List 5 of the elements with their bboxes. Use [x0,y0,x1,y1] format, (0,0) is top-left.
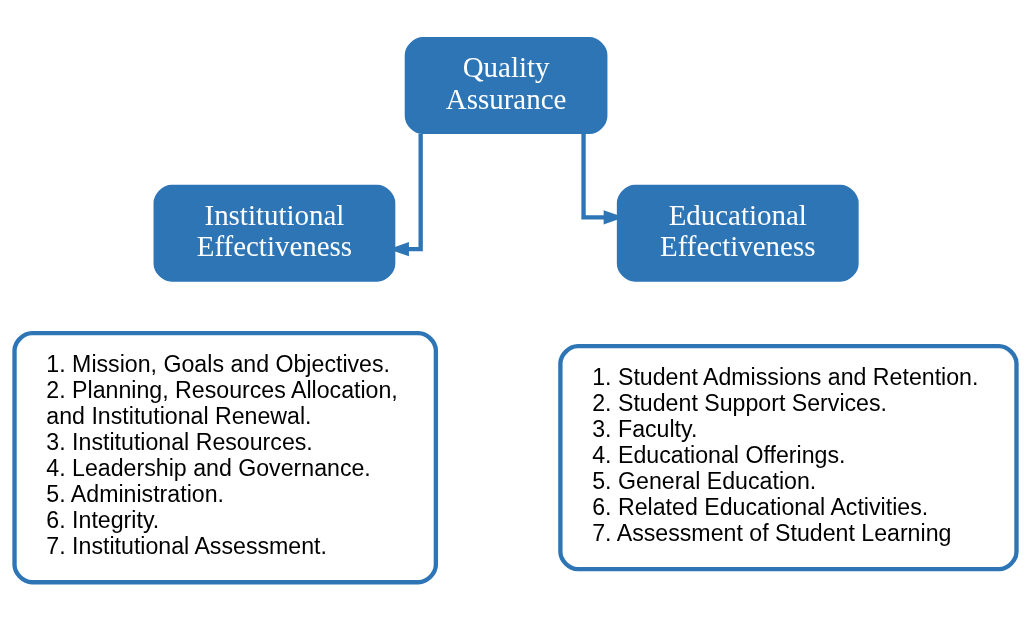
node-box: 1. Student Admissions and Retention. 2. Student Support Services. 3. Faculty. 4. Educational Offerings. 5. General Education. 6. Related Educational Activities. 7. Assessment of Student Learning [558,343,1019,571]
node-box: Institutional Effectiveness [153,184,396,282]
node-box: Educational Effectiveness [616,184,859,282]
node-box: Quality Assurance [404,36,608,134]
node-box: 1. Mission, Goals and Objectives. 2. Planning, Resources Allocation, and Institutional Renewal. 3. Institutional Resources. 4. Leadership and Governance. 5. Administration. 6. Integrity. 7. Institutional Assessment. [12,330,439,584]
